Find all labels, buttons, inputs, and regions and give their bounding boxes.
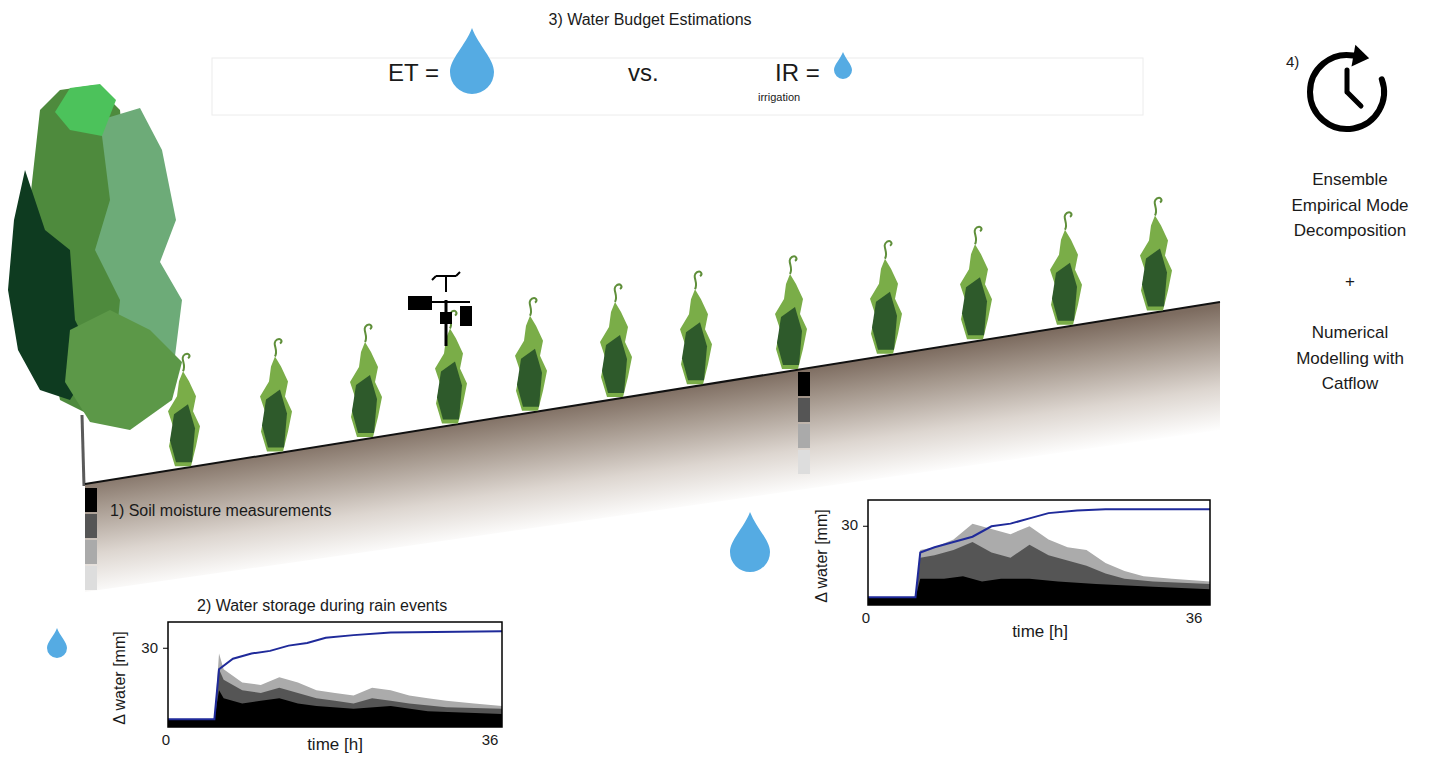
grapevine	[960, 227, 992, 340]
water-drops	[47, 28, 852, 658]
axis-tick: 30	[141, 639, 158, 657]
grapevine	[260, 339, 292, 452]
axis-tick: 36	[482, 731, 499, 749]
axis-tick: 30	[841, 516, 858, 534]
method-text: Numerical Modelling with Catflow	[1296, 320, 1404, 397]
panel-text: 3) Water Budget Estimations	[548, 10, 751, 29]
water-drop	[47, 628, 67, 658]
vine-rows	[168, 198, 1172, 466]
step-label: 2) Water storage during rain events	[197, 596, 447, 615]
axis-title: time [h]	[307, 735, 363, 755]
storage-chart	[863, 500, 1210, 605]
grapevine	[435, 311, 467, 424]
weather-station	[408, 272, 472, 346]
method-text: Ensemble Empirical Mode Decomposition	[1284, 167, 1416, 244]
axis-title: time [h]	[1012, 622, 1068, 642]
water-drop	[834, 52, 852, 79]
budget-band	[212, 58, 1143, 115]
sensor-column-right	[798, 372, 810, 474]
grapevine	[1140, 198, 1172, 311]
storage-charts	[163, 500, 1210, 727]
ground-surface	[85, 302, 1220, 484]
grapevine	[168, 354, 200, 467]
axis-tick: 0	[162, 731, 170, 749]
storage-chart	[163, 622, 502, 727]
axis-tick: 0	[862, 609, 870, 627]
budget-panel: 3) Water Budget Estimations ET = vs. IR = ir…	[212, 6, 1143, 116]
water-drop	[730, 512, 770, 572]
step-label: 1) Soil moisture measurements	[110, 501, 331, 520]
clock-icon	[1310, 45, 1384, 129]
grapevine	[775, 256, 807, 369]
grapevine	[515, 298, 547, 411]
grapevine	[1050, 212, 1082, 325]
grapevine	[870, 241, 902, 354]
panel-text: IR =	[775, 59, 820, 88]
tree	[8, 84, 182, 486]
grapevine	[350, 325, 382, 438]
axis-title: Δ water [mm]	[110, 631, 129, 724]
axis-tick: 36	[1186, 609, 1203, 627]
water-drop	[450, 28, 494, 94]
panel-text: vs.	[628, 59, 659, 88]
panel-text: ET =	[388, 59, 439, 88]
panel-text: irrigation	[758, 91, 800, 104]
grapevine	[600, 284, 632, 397]
grapevine	[680, 272, 712, 385]
step-number: 4)	[1286, 53, 1299, 71]
plus-sign: +	[1345, 272, 1355, 292]
axis-title: Δ water [mm]	[812, 509, 831, 602]
sensor-column-left	[85, 488, 97, 590]
